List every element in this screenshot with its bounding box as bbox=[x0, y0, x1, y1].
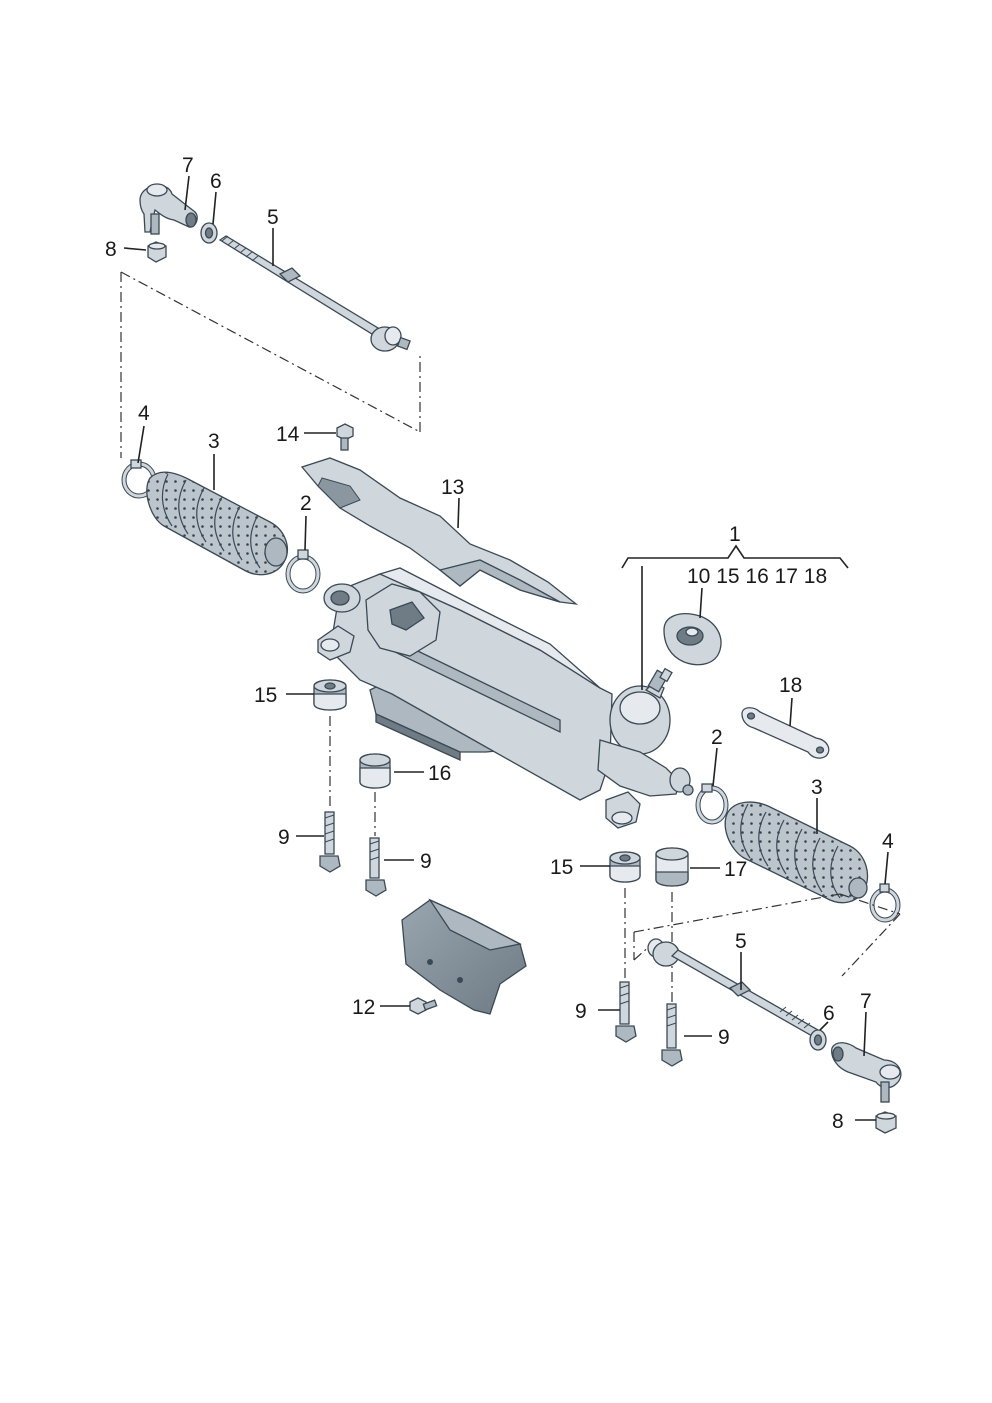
left-mount-bush bbox=[313, 679, 347, 711]
lower-shield-screw bbox=[409, 997, 438, 1015]
support-plate bbox=[741, 707, 830, 759]
right-mount-bush bbox=[609, 851, 641, 883]
lower-heat-shield bbox=[401, 898, 527, 1015]
callout-left-7: 7 bbox=[182, 154, 194, 177]
right-self-locking-nut bbox=[875, 1111, 897, 1134]
rear-mount-bush bbox=[655, 847, 689, 887]
right-outer-clamp bbox=[869, 883, 901, 923]
callout-left-2: 2 bbox=[300, 492, 312, 515]
right-boot bbox=[724, 801, 869, 904]
heat-shield-upper bbox=[300, 457, 579, 605]
leader-lines bbox=[123, 175, 889, 1121]
right-tie-rod bbox=[647, 938, 820, 1037]
callout-right-4: 4 bbox=[882, 830, 894, 853]
callout-assembly-1: 1 bbox=[729, 523, 741, 546]
callout-mount-15-right: 15 bbox=[550, 856, 573, 879]
left-self-locking-nut bbox=[147, 241, 167, 263]
callout-bolt-9-a: 9 bbox=[278, 826, 290, 849]
callout-right-2: 2 bbox=[711, 726, 723, 749]
callout-left-3: 3 bbox=[208, 430, 220, 453]
bolt-center-mount bbox=[365, 792, 387, 897]
callout-left-5: 5 bbox=[267, 206, 279, 229]
callout-right-18: 18 bbox=[779, 674, 802, 697]
callout-bolt-9-c: 9 bbox=[575, 1000, 587, 1023]
heat-shield-bolt bbox=[336, 423, 354, 451]
alignment-lines-left bbox=[120, 271, 421, 458]
bolt-left-mount bbox=[319, 716, 341, 873]
callout-mount-16: 16 bbox=[428, 762, 451, 785]
right-lock-nut bbox=[809, 1029, 827, 1051]
callout-shield-12: 12 bbox=[352, 996, 375, 1019]
left-inner-clamp bbox=[285, 549, 321, 594]
callout-top-13: 13 bbox=[441, 476, 464, 499]
left-tie-rod-end bbox=[139, 183, 198, 235]
callout-left-6: 6 bbox=[210, 170, 222, 193]
callout-left-8: 8 bbox=[105, 238, 117, 261]
center-mount-bush bbox=[359, 753, 391, 789]
steering-gear-housing bbox=[317, 567, 694, 829]
callout-bolt-9-b: 9 bbox=[420, 850, 432, 873]
left-boot bbox=[146, 471, 288, 576]
callout-labels: 7 6 5 8 4 3 2 14 13 1 10 15 16 17 18 15 … bbox=[105, 154, 894, 1133]
callout-mount-15-left: 15 bbox=[254, 684, 277, 707]
left-tie-rod bbox=[218, 235, 411, 352]
bolt-rear-mount bbox=[661, 892, 683, 1067]
callout-assembly-subparts: 10 15 16 17 18 bbox=[687, 565, 827, 588]
callout-right-7: 7 bbox=[860, 990, 872, 1013]
callout-mount-17: 17 bbox=[724, 858, 747, 881]
callout-right-5: 5 bbox=[735, 930, 747, 953]
right-tie-rod-end bbox=[831, 1042, 902, 1103]
callout-right-8: 8 bbox=[832, 1110, 844, 1133]
callout-bolt-9-d: 9 bbox=[718, 1026, 730, 1049]
callout-right-6: 6 bbox=[823, 1002, 835, 1025]
left-lock-nut bbox=[200, 222, 218, 244]
callout-top-14: 14 bbox=[276, 423, 300, 446]
pinion-rubber-mount bbox=[663, 613, 722, 666]
right-inner-clamp bbox=[695, 783, 729, 825]
callout-left-4: 4 bbox=[138, 402, 150, 425]
callout-right-3: 3 bbox=[811, 776, 823, 799]
bolt-right-mount bbox=[615, 888, 637, 1043]
